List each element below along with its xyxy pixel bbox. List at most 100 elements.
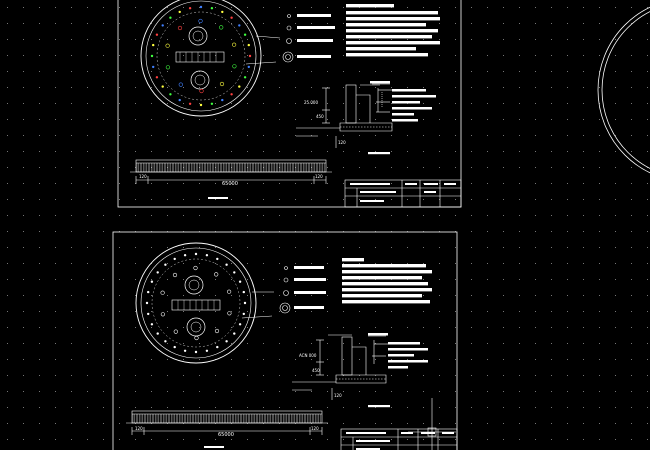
flower-dot bbox=[150, 54, 154, 58]
flower-dot bbox=[161, 24, 164, 27]
shrub-mark bbox=[165, 43, 170, 48]
flower-dot bbox=[150, 323, 154, 326]
flower-dot bbox=[152, 43, 155, 47]
section-dim-depth: 450 bbox=[312, 368, 320, 373]
flower-dot bbox=[199, 103, 203, 107]
elev-dim-right: 120 bbox=[311, 426, 319, 431]
flower-dot bbox=[247, 65, 250, 69]
flower-dot bbox=[233, 332, 236, 335]
section-detail bbox=[292, 334, 388, 400]
shrub-mark bbox=[172, 272, 178, 278]
flower-dot bbox=[188, 7, 192, 10]
shrub-mark bbox=[232, 64, 237, 69]
title-block-text bbox=[350, 183, 456, 202]
flower-dot bbox=[221, 98, 224, 102]
flower-dot bbox=[238, 280, 242, 283]
elevation-fence bbox=[130, 159, 332, 184]
flower-dot bbox=[205, 254, 209, 257]
sheet-frame bbox=[117, 0, 462, 208]
flower-dot bbox=[155, 76, 159, 79]
shrub-mark bbox=[227, 311, 232, 316]
flower-dot bbox=[147, 290, 150, 294]
flower-dot bbox=[238, 323, 242, 326]
flower-dot bbox=[248, 54, 252, 58]
shrub-mark bbox=[219, 25, 224, 30]
notes-text bbox=[342, 258, 432, 304]
flower-dot bbox=[155, 33, 159, 36]
flower-dot bbox=[152, 65, 155, 69]
shrub-mark bbox=[194, 335, 199, 341]
plaza-plan-circle bbox=[135, 242, 274, 364]
flower-dot bbox=[225, 340, 228, 343]
section-labels bbox=[368, 333, 428, 408]
flower-dot bbox=[173, 345, 176, 349]
sheet-top[interactable]: 25.000 450 120 120 65000 120 bbox=[117, 0, 462, 208]
section-dim-depth: 450 bbox=[316, 114, 324, 119]
flower-dot bbox=[194, 252, 198, 256]
flower-dot bbox=[225, 263, 228, 266]
shrub-mark bbox=[227, 289, 232, 294]
flower-dot bbox=[164, 340, 167, 343]
shrub-mark bbox=[193, 265, 198, 271]
flower-dot bbox=[230, 16, 233, 19]
section-dim-height: 25.000 bbox=[304, 100, 318, 105]
flower-dot bbox=[243, 33, 247, 36]
shrub-mark bbox=[160, 290, 165, 295]
flower-dot bbox=[199, 5, 203, 9]
elevation-fence bbox=[126, 410, 328, 435]
elevation-title bbox=[204, 446, 224, 448]
plaza-plan-circle bbox=[140, 0, 281, 117]
elev-dim-left: 120 bbox=[135, 426, 143, 431]
flower-dot bbox=[216, 257, 219, 261]
sheet-frame bbox=[112, 231, 458, 450]
shrub-mark bbox=[199, 88, 204, 94]
flower-dot bbox=[242, 290, 245, 294]
elev-dim-left: 120 bbox=[139, 174, 147, 179]
flower-dot bbox=[150, 280, 154, 283]
section-dim-width: 120 bbox=[334, 393, 342, 398]
flower-dot bbox=[164, 263, 167, 266]
fence-posts bbox=[132, 414, 321, 423]
flower-dot bbox=[247, 43, 250, 47]
shrub-mark bbox=[198, 18, 203, 24]
flower-dot bbox=[145, 301, 149, 305]
flower-dot bbox=[238, 24, 241, 27]
flower-dot bbox=[242, 312, 245, 316]
title-block bbox=[340, 428, 458, 450]
shrub-mark bbox=[214, 328, 220, 334]
shrub-mark bbox=[177, 25, 183, 31]
flower-ring bbox=[145, 252, 247, 354]
flower-dot bbox=[221, 10, 224, 14]
flower-dot bbox=[183, 254, 187, 257]
shrub-mark bbox=[178, 82, 183, 87]
elev-dim-total: 65000 bbox=[222, 181, 238, 187]
sheet-bottom[interactable]: ACN 000 450 120 120 65000 120 bbox=[112, 231, 458, 450]
flower-dot bbox=[147, 312, 150, 316]
flower-dot bbox=[194, 350, 198, 354]
partial-circle-right bbox=[597, 6, 650, 174]
shrub-mark bbox=[232, 42, 237, 47]
section-labels bbox=[368, 81, 436, 155]
flower-dot bbox=[238, 85, 241, 88]
shrub-mark bbox=[219, 81, 225, 87]
flower-dot bbox=[230, 93, 233, 96]
elev-dim-right: 120 bbox=[315, 174, 323, 179]
flower-dot bbox=[161, 85, 164, 88]
shrub-mark bbox=[214, 272, 219, 277]
flower-dot bbox=[178, 98, 181, 102]
flower-dot bbox=[243, 76, 247, 79]
crosshair-cursor[interactable] bbox=[408, 398, 456, 450]
flower-dot bbox=[173, 257, 176, 261]
section-dim-width: 120 bbox=[338, 140, 346, 145]
flower-dot bbox=[156, 271, 159, 274]
title-block bbox=[344, 179, 462, 208]
legend-symbols bbox=[279, 266, 291, 314]
legend-bars bbox=[297, 14, 335, 58]
legend-symbols bbox=[282, 14, 294, 63]
shrub-mark bbox=[165, 65, 170, 70]
flower-dot bbox=[178, 10, 181, 14]
fence-posts bbox=[136, 163, 325, 172]
legend-bars bbox=[294, 266, 326, 309]
flower-dot bbox=[156, 332, 159, 335]
